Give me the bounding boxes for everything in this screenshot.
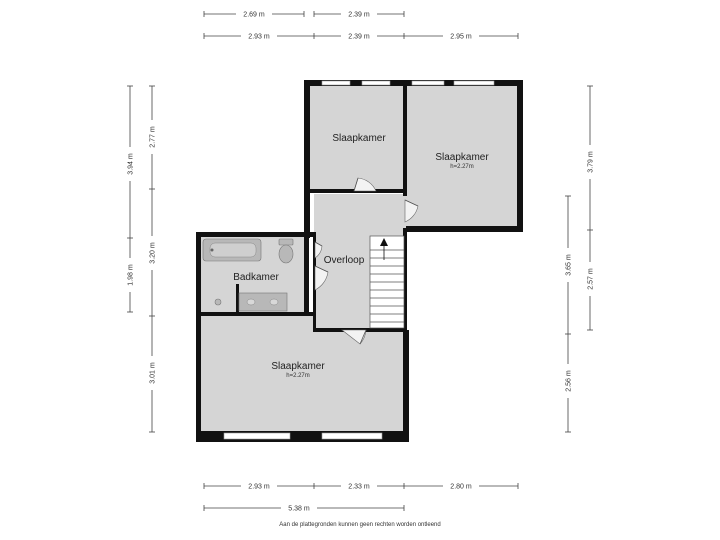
room-height-bedroom-bottom: h=2.27m xyxy=(286,373,310,379)
stairs-arrow-icon xyxy=(380,238,388,246)
dimension-label: 2.95 m xyxy=(450,34,472,41)
windows xyxy=(223,80,495,440)
dimension-label: 3.79 m xyxy=(588,151,595,173)
room-name-bedroom-top-left: Slaapkamer xyxy=(332,133,386,144)
dimension-top-row-1: 2.69 m 2.39 m xyxy=(203,9,405,19)
dimension-label: 2.93 m xyxy=(248,34,270,41)
dimension-label: 2.77 m xyxy=(150,126,157,148)
toilet-icon xyxy=(278,238,294,246)
drain-icon xyxy=(214,298,222,306)
dimension-left-outer: 3.94 m 1.98 m xyxy=(125,85,135,313)
disclaimer-text: Aan de plattegronden kunnen geen rechten… xyxy=(279,522,441,528)
dimension-label: 3.94 m xyxy=(128,153,135,175)
dimension-left-inner: 2.77 m 3.20 m 3.01 m xyxy=(147,85,157,433)
dimension-right-inner: 3.65 m 2.56 m xyxy=(563,195,573,433)
dimension-label: 2.33 m xyxy=(348,484,370,491)
dimension-label: 1.98 m xyxy=(128,264,135,286)
dimension-label: 2.39 m xyxy=(348,34,370,41)
dimension-label: 3.65 m xyxy=(566,254,573,276)
dimension-label: 3.01 m xyxy=(150,362,157,384)
stairs xyxy=(369,235,405,329)
room-name-bedroom-top-right: Slaapkamer xyxy=(435,152,489,163)
dimension-top-row-2: 2.93 m 2.39 m 2.95 m xyxy=(203,31,519,41)
doors xyxy=(314,177,419,345)
room-height-bedroom-top-right: h=2.27m xyxy=(450,164,474,170)
dimension-label: 2.39 m xyxy=(348,12,370,19)
room-name-bedroom-bottom: Slaapkamer xyxy=(271,361,325,372)
floor-bedroom-bottom xyxy=(201,316,406,433)
dimension-bottom-row-1: 2.93 m 2.33 m 2.80 m xyxy=(203,481,519,491)
dimension-label: 2.93 m xyxy=(248,484,270,491)
dimension-label: 2.57 m xyxy=(588,268,595,290)
dimension-label: 2.80 m xyxy=(450,484,472,491)
dimension-label: 2.56 m xyxy=(566,370,573,392)
room-name-landing: Overloop xyxy=(324,255,365,266)
room-name-bathroom: Badkamer xyxy=(233,272,279,283)
bathroom-fixtures xyxy=(202,238,294,312)
floor-bedroom-top-left xyxy=(310,86,406,192)
floor-bedroom-top-right xyxy=(406,86,519,228)
sink-icon xyxy=(238,292,288,312)
dimension-bottom-row-2: 5.38 m xyxy=(203,503,405,513)
dimension-label: 3.20 m xyxy=(150,242,157,264)
dimension-label: 5.38 m xyxy=(288,506,310,513)
dimension-right-outer: 3.79 m 2.57 m xyxy=(585,85,595,331)
dimension-label: 2.69 m xyxy=(243,12,265,19)
